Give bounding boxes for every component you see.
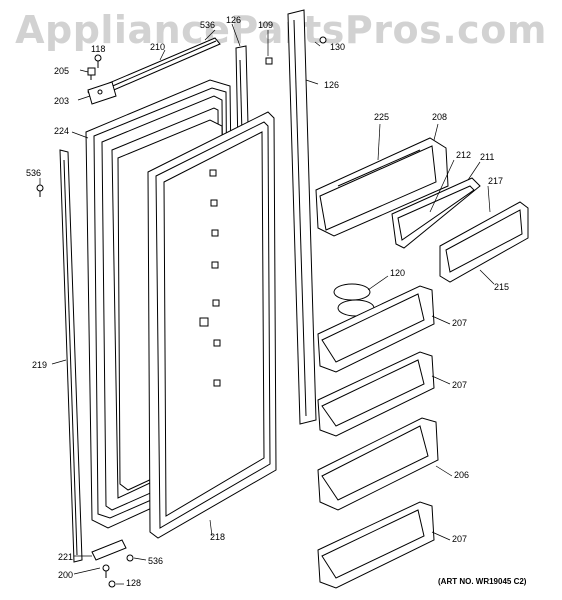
dispenser-housing: [315, 137, 449, 237]
screw-128: [108, 580, 116, 588]
callout-224: 224: [54, 126, 70, 136]
callout-225: 225: [374, 112, 390, 122]
leader-lines: [39, 23, 495, 585]
door-bin-1: [317, 285, 435, 373]
art-number: (ART NO. WR19045 C2): [438, 577, 527, 586]
callout-109: 109: [258, 20, 274, 30]
callout-207-1: 207: [452, 318, 468, 328]
door-bin-3: [317, 417, 439, 511]
callout-208: 208: [432, 112, 448, 122]
callout-130: 130: [330, 42, 346, 52]
callout-128: 128: [126, 578, 142, 588]
screw-205: [87, 67, 96, 80]
callout-126-right: 126: [324, 80, 340, 90]
callout-221: 221: [58, 552, 74, 562]
callout-536-bottom: 536: [148, 556, 164, 566]
callout-206: 206: [454, 470, 470, 480]
callout-536-left: 536: [26, 168, 42, 178]
door-bin-2: [317, 351, 435, 437]
callout-118: 118: [91, 44, 106, 54]
screw-536-left: [36, 184, 44, 197]
callout-219: 219: [32, 360, 48, 370]
door-gasket: [147, 111, 277, 539]
liner-clips: [199, 169, 221, 387]
callout-203: 203: [54, 96, 70, 106]
callout-210: 210: [150, 42, 166, 52]
callout-215: 215: [494, 282, 510, 292]
callout-200: 200: [58, 570, 74, 580]
screw-536-bottom: [126, 554, 134, 562]
callout-126-top: 126: [226, 15, 242, 25]
screw-130: [319, 36, 327, 44]
dispenser-door-panel: [439, 201, 529, 283]
watermark: AppliancePartsPros.com: [15, 8, 547, 52]
bottom-hinge: [91, 539, 127, 578]
callout-536-top: 536: [200, 20, 216, 30]
inner-trim-strip-126b: [287, 9, 317, 425]
callout-207-3: 207: [452, 534, 468, 544]
door-bin-4: [317, 501, 435, 589]
left-side-trim: [59, 149, 83, 563]
callout-218: 218: [210, 532, 226, 542]
callout-212: 212: [456, 150, 472, 160]
callout-205: 205: [54, 66, 70, 76]
callout-120: 120: [390, 268, 406, 278]
top-hinge: [87, 81, 117, 105]
screw-118: [94, 54, 102, 68]
callout-217: 217: [488, 176, 504, 186]
callout-207-2: 207: [452, 380, 468, 390]
screw-109: [265, 57, 273, 65]
dispenser-cover-frame: [391, 177, 481, 249]
callout-211: 211: [480, 152, 495, 162]
